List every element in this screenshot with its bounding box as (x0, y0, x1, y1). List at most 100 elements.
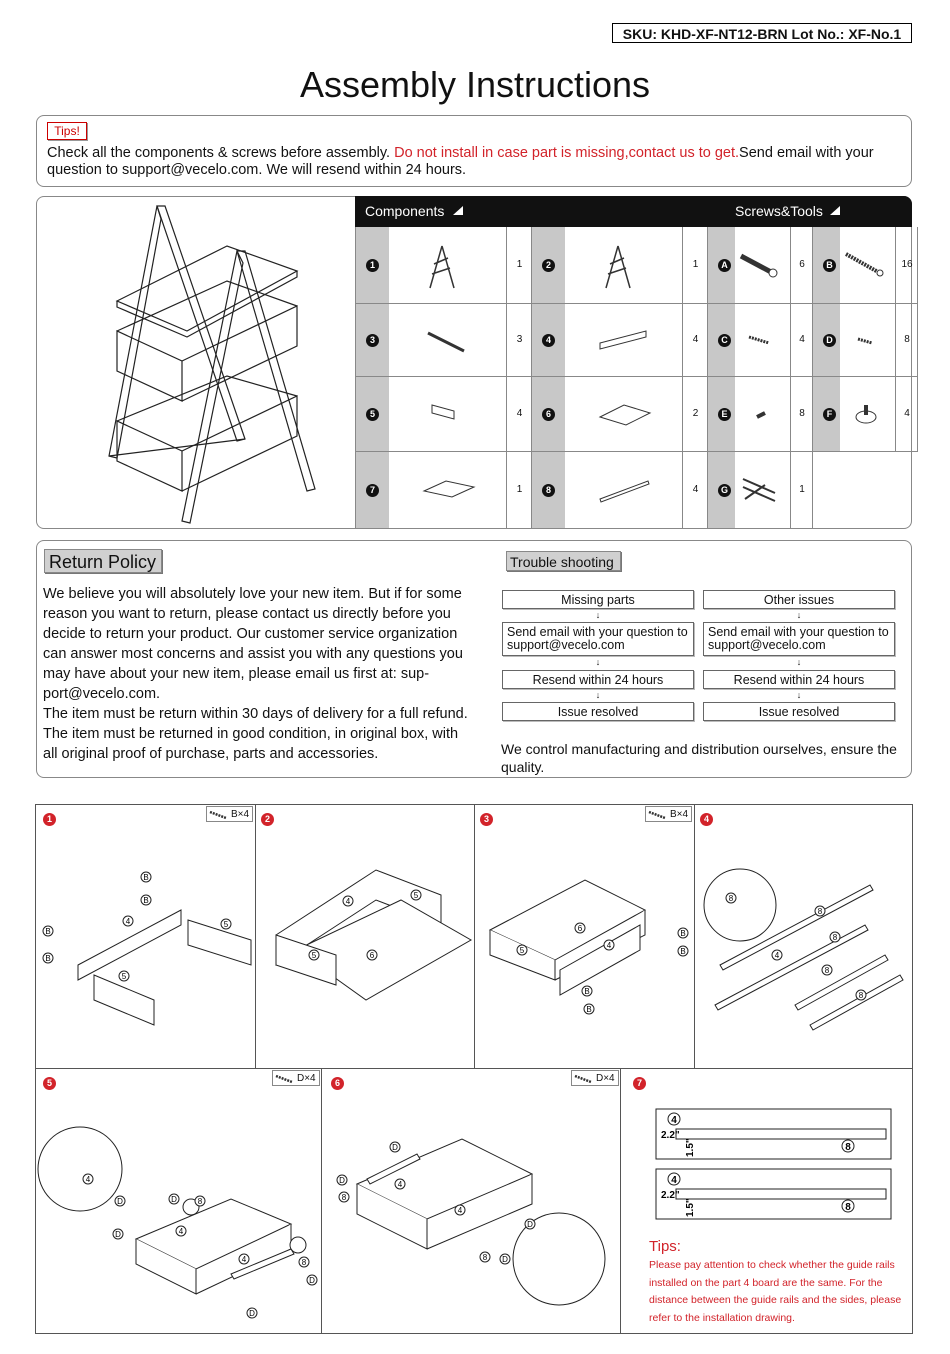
drawer-bottom-panel-icon (598, 403, 652, 426)
grid-divider (840, 377, 896, 452)
screw-id: E (718, 407, 731, 421)
step-4-illustration: 8 8 8 8 8 4 (703, 868, 904, 1031)
component-id: 2 (542, 258, 555, 272)
drawer-side-board-icon (599, 329, 647, 350)
page-title: Assembly Instructions (299, 64, 651, 105)
svg-text:B: B (45, 954, 50, 963)
component-quantity: 3 (516, 333, 523, 345)
step-6-illustration: D D 8 4 4 D 8 D (336, 1138, 606, 1306)
components-header: Components (365, 203, 445, 219)
grid-divider (735, 377, 791, 452)
troubleshooting-step: Issue resolved (703, 702, 895, 721)
return-policy-paragraph: We believe you will absolutely love your… (43, 586, 463, 702)
svg-text:D: D (527, 1220, 533, 1229)
foot-pad-icon (855, 404, 877, 423)
component-id: 7 (366, 483, 379, 497)
component-id: 3 (366, 333, 379, 347)
tips-text: Check all the components & screws before… (47, 145, 907, 179)
step-5-illustration: 4 D D 8 4 D 4 8 D D (37, 1126, 318, 1319)
troubleshooting-step: Send email with your question to support… (502, 622, 694, 656)
bolt-icon (739, 253, 778, 277)
svg-text:5: 5 (520, 946, 525, 955)
screw-icon (275, 1074, 293, 1084)
component-id: 1 (366, 258, 379, 272)
return-policy-section (36, 540, 912, 778)
svg-text:4: 4 (607, 941, 612, 950)
component-id: 5 (366, 407, 379, 421)
screw-icon (748, 335, 770, 344)
down-arrow-icon: ↓ (595, 690, 601, 700)
svg-text:8: 8 (198, 1197, 203, 1206)
step-quantity-text: D×4 (297, 1073, 316, 1084)
grid-divider (565, 452, 683, 529)
step-quantity-text: D×4 (596, 1073, 615, 1084)
small-screw-icon (756, 410, 766, 419)
troubleshooting-title: Trouble shooting (506, 551, 621, 571)
svg-text:D: D (117, 1197, 123, 1206)
step-7-tips-title: Tips: (649, 1238, 681, 1255)
grid-divider (389, 452, 507, 529)
screw-quantity: 1 (799, 483, 805, 495)
step-number-6: 6 (331, 1077, 344, 1090)
short-screw-icon (857, 337, 873, 344)
screw-quantity: 6 (799, 258, 805, 270)
grid-divider (565, 377, 683, 452)
svg-text:B: B (680, 929, 685, 938)
return-policy-paragraph: The item must be return within 30 days o… (43, 706, 468, 762)
rail-distance-label: 2.2" (661, 1190, 680, 1201)
grid-divider (735, 452, 791, 529)
svg-text:5: 5 (122, 972, 127, 981)
rail-offset-label: 1.5" (685, 1198, 696, 1217)
step-3-illustration: 6 4 5 B B B B (488, 879, 689, 1015)
rod-icon (427, 331, 465, 352)
troubleshooting-step: Missing parts (502, 590, 694, 609)
svg-text:4: 4 (86, 1175, 91, 1184)
svg-text:B: B (586, 1005, 591, 1014)
return-policy-title: Return Policy (44, 549, 162, 573)
svg-text:D: D (115, 1230, 121, 1239)
screw-id: F (823, 407, 836, 421)
component-quantity: 4 (692, 333, 699, 345)
svg-text:5: 5 (224, 920, 229, 929)
step-hardware-quantity: B×4 (645, 806, 693, 822)
screw-id: B (823, 258, 836, 272)
svg-text:8: 8 (859, 991, 864, 1000)
svg-text:4: 4 (458, 1206, 463, 1215)
allen-key-screwdriver-icon (742, 477, 776, 502)
troubleshooting-step: Send email with your question to support… (703, 622, 895, 656)
svg-text:D: D (309, 1276, 315, 1285)
svg-text:5: 5 (312, 951, 317, 960)
troubleshooting-step: Resend within 24 hours (502, 670, 694, 689)
tips-box (36, 115, 912, 187)
down-arrow-icon: ↓ (796, 610, 802, 620)
troubleshooting-footer: We control manufacturing and distributio… (501, 741, 897, 775)
svg-text:4: 4 (775, 951, 780, 960)
screw-id: G (718, 483, 731, 497)
screw-id: C (718, 333, 731, 347)
component-quantity: 1 (692, 258, 699, 270)
long-screw-icon (845, 251, 884, 276)
troubleshooting-step: Resend within 24 hours (703, 670, 895, 689)
grid-divider (389, 227, 507, 304)
svg-text:8: 8 (818, 907, 823, 916)
grid-divider (565, 227, 683, 304)
svg-text:6: 6 (578, 924, 583, 933)
tips-label: Tips! (47, 122, 87, 140)
screw-icon (648, 810, 666, 820)
svg-text:B: B (45, 927, 50, 936)
step-hardware-quantity: D×4 (571, 1070, 619, 1086)
svg-text:4: 4 (671, 1175, 677, 1186)
svg-text:B: B (143, 896, 148, 905)
grid-divider (389, 304, 507, 377)
svg-text:D: D (171, 1195, 177, 1204)
step-hardware-quantity: B×4 (206, 806, 254, 822)
down-arrow-icon: ↓ (595, 610, 601, 620)
component-quantity: 4 (516, 407, 523, 419)
screw-icon (574, 1074, 592, 1084)
component-quantity: 1 (516, 258, 523, 270)
down-arrow-icon: ↓ (595, 657, 601, 667)
svg-text:8: 8 (342, 1193, 347, 1202)
step-7-dimension-drawing: 4 8 4 8 2.2" 2.2" 1.5" 1.5" (655, 1108, 892, 1220)
svg-text:8: 8 (845, 1202, 851, 1213)
